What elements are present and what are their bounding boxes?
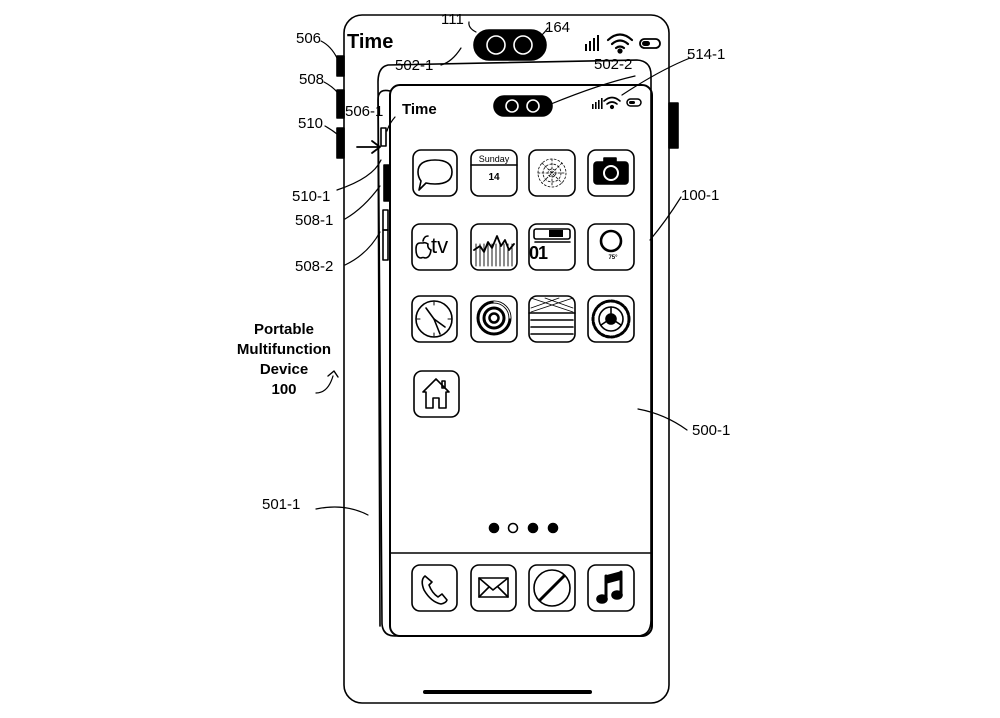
- label-510-1: 510-1: [292, 188, 331, 205]
- device-caption: Portable Multifunction Device 100: [214, 320, 354, 400]
- mail-icon[interactable]: [470, 564, 517, 612]
- stocks-icon[interactable]: [470, 223, 518, 271]
- home-icon[interactable]: [413, 370, 460, 418]
- outer-button-506: [336, 55, 345, 77]
- label-501-1: 501-1: [262, 496, 301, 513]
- camera-icon[interactable]: [587, 149, 635, 197]
- inner-device-screen: [389, 84, 653, 637]
- outer-battery-icon: [639, 38, 661, 49]
- inner-device-edge: [377, 89, 391, 627]
- outer-signal-icon: [585, 35, 599, 51]
- tv-label-text: tv: [431, 233, 449, 258]
- settings-icon[interactable]: [587, 295, 635, 343]
- caption-line-4: 100: [271, 381, 297, 398]
- label-508: 508: [299, 71, 325, 88]
- arrow-506-1: [356, 140, 381, 154]
- inner-battery-icon: [626, 98, 642, 107]
- inner-button-510-1: [383, 164, 390, 202]
- messages-icon[interactable]: [412, 149, 458, 197]
- page-indicator-dots: [488, 522, 559, 534]
- weather-temp-text: 75°: [608, 255, 618, 261]
- inner-button-508-2: [382, 229, 389, 261]
- outer-camera-island: [473, 29, 547, 61]
- label-111: 111: [441, 11, 464, 28]
- clock-icon[interactable]: [411, 295, 458, 343]
- label-508-2: 508-2: [295, 258, 334, 275]
- weather-icon[interactable]: [587, 223, 635, 271]
- outer-right-button: [668, 102, 679, 149]
- leader-lines: [315, 21, 691, 516]
- inner-device-back: [377, 59, 652, 637]
- wallet-icon[interactable]: [528, 223, 576, 271]
- label-100-1: 100-1: [681, 187, 720, 204]
- outer-button-510: [336, 127, 345, 159]
- calendar-day-text: Sunday: [478, 154, 510, 164]
- inner-camera-island: [493, 95, 553, 117]
- outer-wifi-icon: [606, 33, 634, 50]
- inner-wifi-icon: [603, 96, 621, 105]
- inner-button-508-1: [382, 209, 389, 231]
- label-506: 506: [296, 30, 322, 47]
- caption-line-3: Device: [259, 361, 309, 378]
- label-514-1: 514-1: [687, 46, 726, 63]
- inner-signal-icon: [592, 98, 603, 109]
- music-icon[interactable]: [587, 564, 635, 612]
- outer-device-body: [343, 14, 670, 704]
- safari-icon[interactable]: [528, 564, 576, 612]
- outer-status-time: Time: [347, 31, 394, 53]
- tv-icon[interactable]: [411, 223, 458, 271]
- notes-icon[interactable]: [528, 295, 576, 343]
- calendar-date-text: 14: [488, 172, 500, 183]
- label-502-1: 502-1: [395, 57, 434, 74]
- phone-icon[interactable]: [411, 564, 458, 612]
- caption-line-2: Multifunction: [236, 341, 332, 358]
- calendar-icon[interactable]: [470, 149, 518, 197]
- inner-status-time: Time: [402, 101, 437, 118]
- inner-button-506-1: [380, 127, 387, 147]
- caption-arrowhead: [327, 370, 339, 378]
- outer-button-508: [336, 89, 345, 119]
- wallet-card-detail: [549, 230, 563, 237]
- label-164: 164: [545, 19, 571, 36]
- wallet-number-text: 01: [529, 243, 548, 263]
- label-500-1: 500-1: [692, 422, 731, 439]
- label-508-1: 508-1: [295, 212, 334, 229]
- label-510: 510: [298, 115, 324, 132]
- label-506-1: 506-1: [345, 103, 384, 120]
- label-502-2: 502-2: [594, 56, 633, 73]
- caption-line-1: Portable: [253, 321, 314, 338]
- photos-icon[interactable]: [528, 149, 576, 197]
- fitness-icon[interactable]: [470, 295, 518, 343]
